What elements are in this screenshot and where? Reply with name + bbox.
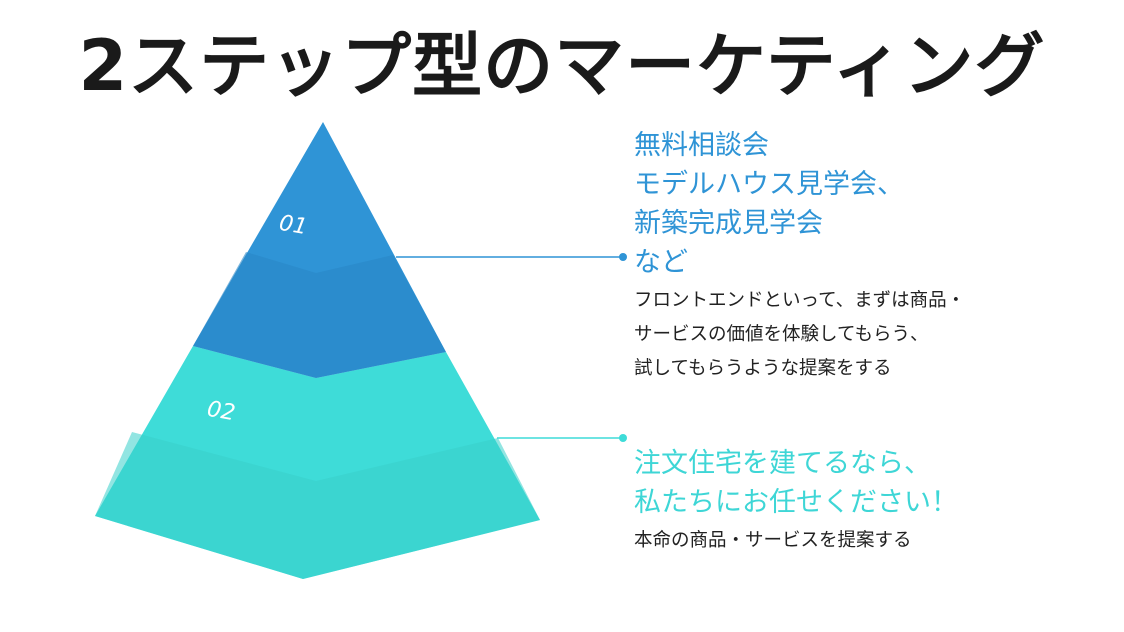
pyramid-level-2-label: 02 [205,397,237,426]
step2-description: 本命の商品・サービスを提案する [634,524,958,558]
step1-description: フロントエンドといって、まずは商品・ サービスの価値を体験してもらう、 試しても… [634,284,965,386]
step1-heading-line: など [634,247,688,278]
page-title: 2ステップ型のマーケティング [78,25,1046,107]
pyramid-level-1-shade [193,252,446,378]
pyramid-level-1-label: 01 [277,211,309,240]
step2-heading: 注文住宅を建てるなら、 私たちにお任せください！ [634,444,958,522]
step2-description-line: 本命の商品・サービスを提案する [634,530,912,551]
step2-heading-line: 私たちにお任せください！ [634,487,958,518]
step1-heading-line: モデルハウス見学会、 [634,169,904,200]
step1-heading-line: 新築完成見学会 [634,208,823,239]
connector-dot-2 [619,434,627,442]
step1-text-block: 無料相談会 モデルハウス見学会、 新築完成見学会 など フロントエンドといって、… [634,126,965,386]
step1-description-line: 試してもらうような提案をする [634,358,892,379]
step2-text-block: 注文住宅を建てるなら、 私たちにお任せください！ 本命の商品・サービスを提案する [634,444,958,558]
step1-description-line: サービスの価値を体験してもらう、 [634,324,929,345]
pyramid-level-2-shade [95,432,540,579]
step1-description-line: フロントエンドといって、まずは商品・ [634,290,966,311]
step2-heading-line: 注文住宅を建てるなら、 [634,448,931,479]
step1-heading: 無料相談会 モデルハウス見学会、 新築完成見学会 など [634,126,965,282]
step1-heading-line: 無料相談会 [634,130,769,161]
connector-dot-1 [619,253,627,261]
